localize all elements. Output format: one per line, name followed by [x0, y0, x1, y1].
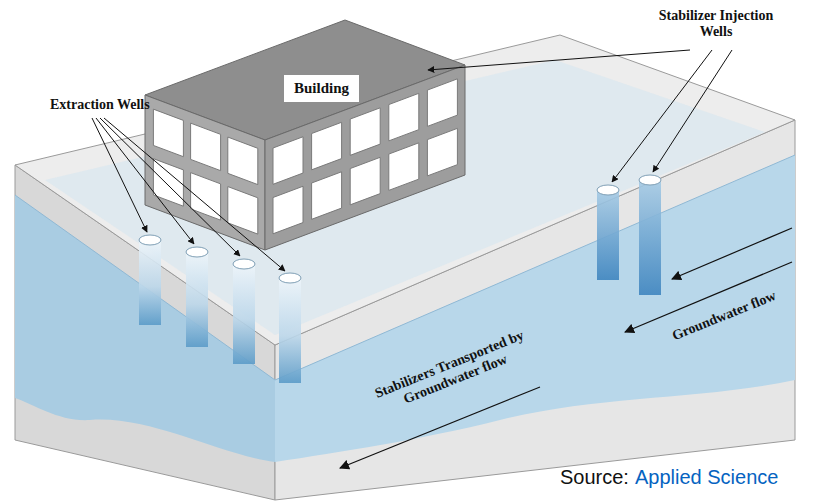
flow-arrow: [340, 387, 540, 468]
well-shaft: [279, 278, 301, 383]
window: [153, 109, 183, 157]
leader-arrows: [92, 118, 285, 271]
well-top: [186, 247, 208, 257]
building-right-wall: [265, 65, 465, 250]
window: [427, 128, 457, 176]
aquifer-right: [275, 155, 795, 462]
injection-well: [597, 185, 619, 280]
window: [427, 79, 457, 127]
water-table-top: [45, 60, 765, 335]
building-windows: [153, 79, 457, 234]
leader-line: [653, 50, 732, 172]
window: [312, 122, 342, 170]
node-text: Building: [294, 80, 349, 97]
flow-arrow: [672, 228, 792, 279]
leader-line: [104, 118, 285, 271]
window: [350, 108, 380, 156]
window: [273, 137, 303, 185]
leader-arrows: [428, 50, 732, 182]
window: [191, 123, 221, 171]
source-note: Source:: [560, 466, 629, 489]
flow-arrows: [340, 228, 792, 468]
well-shaft: [639, 180, 661, 295]
leader-line: [100, 118, 240, 256]
extraction-well: [186, 247, 208, 347]
well-shaft: [233, 264, 255, 364]
well-top: [233, 259, 255, 269]
well-shaft: [139, 240, 161, 325]
well-top: [639, 175, 661, 185]
well-top: [139, 235, 161, 245]
building-label-box: Building: [284, 75, 359, 102]
window: [389, 93, 419, 141]
leader-line: [428, 50, 690, 70]
extraction-well: [233, 259, 255, 364]
window: [153, 159, 183, 207]
window: [312, 172, 342, 220]
leader-line: [612, 50, 712, 182]
callout-label: Extraction Wells: [50, 97, 150, 113]
extraction-well: [139, 235, 161, 325]
window: [350, 157, 380, 205]
leader-line: [92, 118, 147, 232]
building-left-wall: [145, 95, 265, 250]
well-shaft: [186, 252, 208, 347]
window: [228, 137, 258, 185]
window: [273, 186, 303, 234]
window: [389, 143, 419, 191]
injection-well: [639, 175, 661, 295]
well-top: [279, 273, 301, 283]
well-top: [597, 185, 619, 195]
source-link: Applied Science: [635, 466, 778, 489]
extraction-well: [279, 273, 301, 383]
well-shaft: [597, 190, 619, 280]
callout-label: Stabilizer Injection Wells: [641, 8, 791, 40]
